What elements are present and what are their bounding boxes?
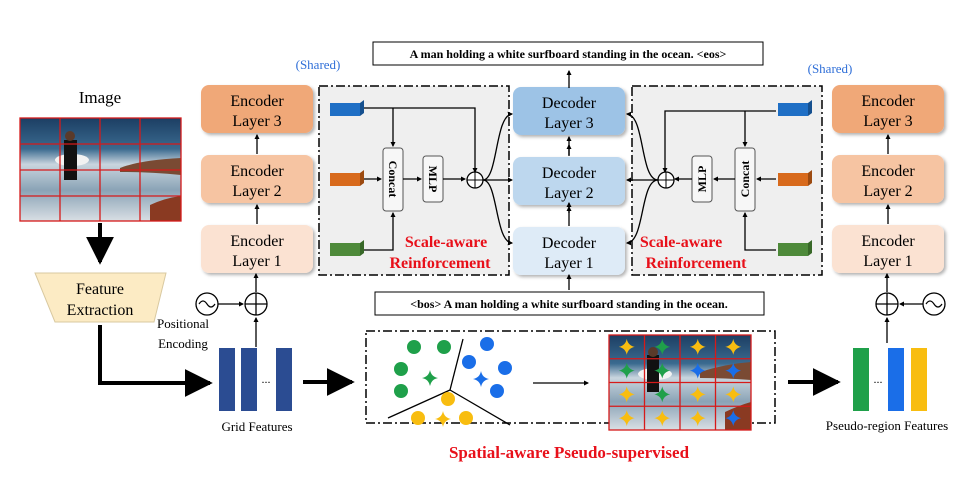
svg-text:Decoder: Decoder bbox=[542, 235, 597, 252]
fusion-arrows-right bbox=[625, 111, 659, 246]
scale-aware-block-left: Concat MLP Scale-aware Reinforcement bbox=[318, 85, 510, 276]
cluster-point bbox=[394, 362, 408, 376]
svg-text:Layer 3: Layer 3 bbox=[232, 113, 281, 130]
svg-text:Encoder: Encoder bbox=[230, 233, 284, 250]
blue-scale-feature-icon bbox=[778, 100, 812, 116]
svg-text:Layer 2: Layer 2 bbox=[544, 185, 593, 202]
pseudo-region-label: Pseudo-region Features bbox=[826, 418, 948, 433]
input-image bbox=[19, 117, 182, 222]
cluster-point bbox=[480, 337, 494, 351]
positional-encoding-icon bbox=[195, 292, 219, 316]
svg-text:Layer 3: Layer 3 bbox=[863, 113, 912, 130]
svg-text:Layer 1: Layer 1 bbox=[232, 253, 281, 270]
shared-label-left: (Shared) bbox=[296, 57, 341, 72]
input-caption-box: <bos> A man holding a white surfboard st… bbox=[374, 291, 765, 316]
positional-encoding-label-2: Encoding bbox=[158, 336, 208, 351]
add-icon-right bbox=[875, 292, 899, 316]
spatial-aware-label: Spatial-aware Pseudo-supervised bbox=[449, 443, 690, 462]
cluster-point bbox=[394, 384, 408, 398]
svg-text:Decoder: Decoder bbox=[542, 165, 597, 182]
spatial-aware-block bbox=[365, 330, 776, 431]
cluster-points bbox=[394, 337, 512, 427]
svg-text:Feature: Feature bbox=[76, 281, 124, 298]
pseudo-region-features: ... bbox=[853, 348, 927, 411]
cluster-point bbox=[462, 355, 476, 369]
svg-text:Reinforcement: Reinforcement bbox=[646, 255, 748, 272]
svg-text:A man holding a white surfboar: A man holding a white surfboard standing… bbox=[410, 47, 727, 61]
svg-text:...: ... bbox=[874, 372, 883, 386]
positional-encoding-icon-right bbox=[922, 292, 946, 316]
svg-text:...: ... bbox=[262, 372, 271, 386]
cluster-point bbox=[411, 411, 425, 425]
add-icon-left bbox=[244, 292, 268, 316]
orange-scale-feature-icon bbox=[778, 170, 812, 186]
image-label: Image bbox=[79, 88, 121, 107]
svg-text:Layer 2: Layer 2 bbox=[232, 183, 281, 200]
cluster-point bbox=[490, 384, 504, 398]
svg-text:Decoder: Decoder bbox=[542, 95, 597, 112]
feature-extraction-block: Feature Extraction bbox=[34, 272, 167, 323]
arrow-extraction-to-grid bbox=[98, 325, 213, 397]
svg-text:Layer 3: Layer 3 bbox=[544, 115, 593, 132]
scale-aware-block-right: Concat MLP Scale-aware Reinforcement bbox=[631, 85, 823, 276]
pseudo-grid-image bbox=[608, 334, 752, 431]
svg-text:Encoder: Encoder bbox=[861, 233, 915, 250]
svg-text:Reinforcement: Reinforcement bbox=[390, 255, 492, 272]
svg-text:Extraction: Extraction bbox=[67, 302, 134, 319]
svg-text:Encoder: Encoder bbox=[861, 93, 915, 110]
shared-label-right: (Shared) bbox=[808, 61, 853, 76]
cluster-point bbox=[459, 411, 473, 425]
grid-features-label: Grid Features bbox=[221, 419, 292, 434]
svg-text:Scale-aware: Scale-aware bbox=[405, 234, 487, 251]
cluster-point bbox=[498, 361, 512, 375]
grid-features: ... bbox=[219, 348, 292, 411]
svg-text:<bos> A man holding a white su: <bos> A man holding a white surfboard st… bbox=[410, 297, 727, 311]
svg-text:Encoder: Encoder bbox=[230, 93, 284, 110]
svg-text:Layer 2: Layer 2 bbox=[863, 183, 912, 200]
svg-text:Concat: Concat bbox=[386, 161, 400, 198]
svg-text:Layer 1: Layer 1 bbox=[863, 253, 912, 270]
add-icon-scale-right bbox=[657, 171, 675, 189]
green-scale-feature-icon bbox=[330, 240, 364, 256]
svg-text:MLP: MLP bbox=[426, 166, 440, 193]
cluster-point bbox=[441, 392, 455, 406]
green-scale-feature-icon bbox=[778, 240, 812, 256]
svg-text:Encoder: Encoder bbox=[861, 163, 915, 180]
svg-text:Encoder: Encoder bbox=[230, 163, 284, 180]
blue-scale-feature-icon bbox=[330, 100, 364, 116]
orange-scale-feature-icon bbox=[330, 170, 364, 186]
output-caption-box: A man holding a white surfboard standing… bbox=[372, 41, 764, 66]
cluster-point bbox=[407, 340, 421, 354]
svg-text:MLP: MLP bbox=[695, 166, 709, 193]
cluster-point bbox=[437, 340, 451, 354]
fusion-arrows-left bbox=[482, 111, 514, 246]
add-icon-scale-left bbox=[466, 171, 484, 189]
svg-text:Layer 1: Layer 1 bbox=[544, 255, 593, 272]
cluster-partition-lines bbox=[387, 338, 511, 426]
positional-encoding-label: Positional bbox=[157, 316, 209, 331]
svg-text:Concat: Concat bbox=[738, 161, 752, 198]
svg-text:Scale-aware: Scale-aware bbox=[640, 234, 722, 251]
